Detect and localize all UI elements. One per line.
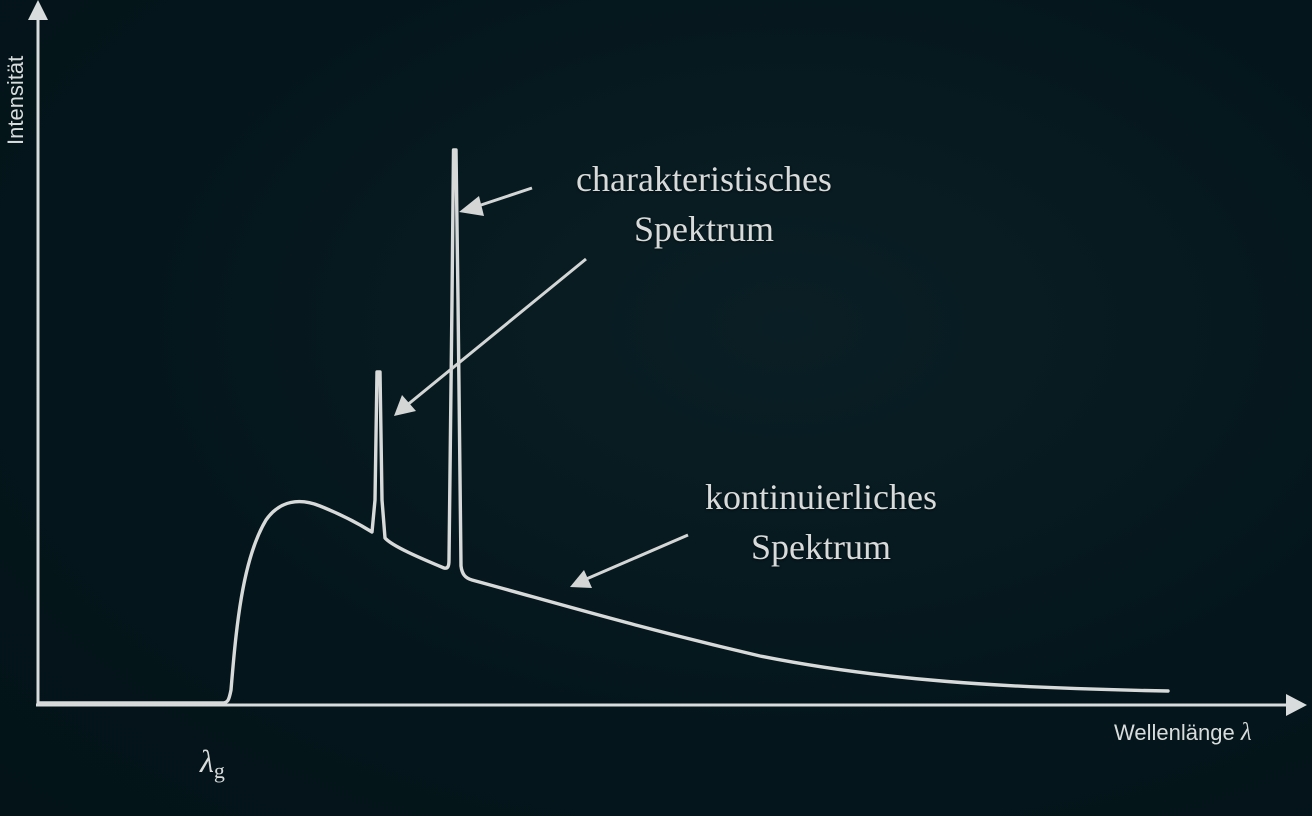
annotation-continuous-spectrum: kontinuierliches Spektrum <box>676 472 966 572</box>
x-axis-label-text: Wellenlänge <box>1114 720 1235 745</box>
x-axis-arrowhead-icon <box>1286 694 1307 716</box>
annotation-characteristic-line1: charakteristisches <box>576 159 832 199</box>
annotation-characteristic-line2: Spektrum <box>634 209 774 249</box>
arrowhead-icon <box>394 395 416 416</box>
pointer-arrow-characteristic-tall <box>474 186 533 209</box>
annotation-continuous-line2: Spektrum <box>751 527 891 567</box>
pointer-arrow-continuous <box>583 533 689 582</box>
arrowhead-icon <box>570 570 592 588</box>
x-axis-label: Wellenlänge λ <box>1114 719 1252 747</box>
cutoff-subscript: g <box>213 758 225 783</box>
spectrum-curve <box>38 148 1170 705</box>
pointer-arrow-characteristic-small <box>405 257 587 408</box>
cutoff-lambda: λ <box>200 743 214 779</box>
y-axis-arrowhead-icon <box>28 0 48 20</box>
annotation-characteristic-spectrum: charakteristisches Spektrum <box>544 154 864 254</box>
cutoff-wavelength-label: λg <box>200 743 225 784</box>
y-axis-label: Intensität <box>3 55 28 145</box>
annotation-continuous-line1: kontinuierliches <box>705 477 937 517</box>
arrowhead-icon <box>459 196 484 216</box>
lambda-symbol: λ <box>1240 719 1252 746</box>
